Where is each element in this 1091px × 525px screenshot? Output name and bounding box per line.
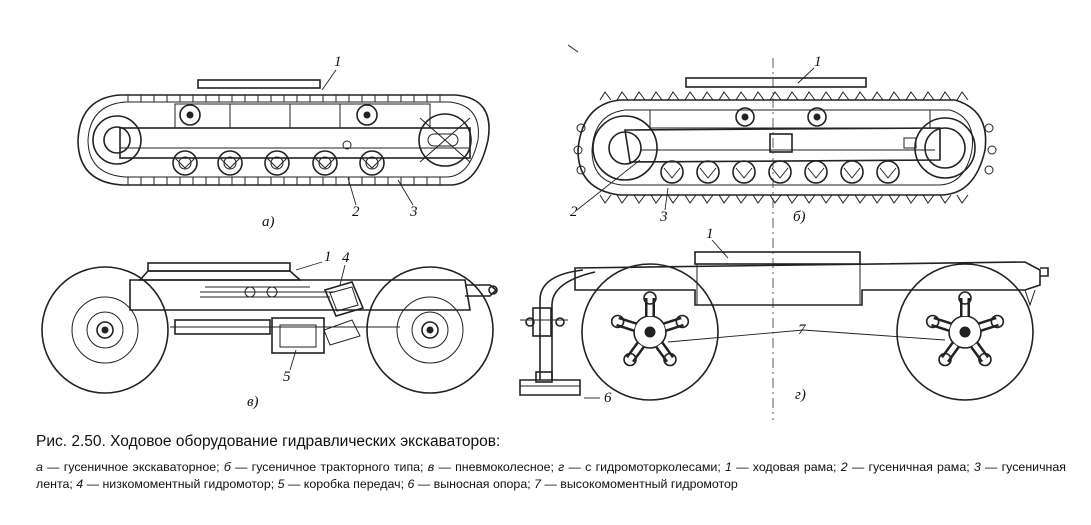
panel-b-crawler-tractor: [567, 44, 997, 420]
legend-key: г: [558, 460, 565, 474]
legend-key: 1: [725, 460, 732, 474]
callout-v-4: 4: [342, 250, 350, 266]
callout-g-7: 7: [798, 322, 807, 338]
legend-key: 3: [973, 460, 981, 474]
legend-key: 7: [534, 477, 542, 491]
legend-text: — низкомоментный гидромотор;: [83, 477, 278, 491]
callout-g-6: 6: [604, 390, 612, 406]
legend-key: а: [36, 460, 43, 474]
callout-b-1: 1: [814, 54, 822, 70]
callout-b-2: 2: [570, 204, 578, 220]
callout-a-2: 2: [352, 204, 360, 220]
caption-legend: а — гусеничное экскаваторное; б — гусени…: [36, 459, 1066, 493]
legend-text: — ходовая рама;: [731, 460, 841, 474]
legend-key: б: [223, 460, 231, 474]
callout-b-3: 3: [659, 209, 668, 225]
callout-g-1: 1: [706, 226, 714, 242]
callout-v-5: 5: [283, 369, 291, 385]
legend-text: — коробка передач;: [284, 477, 408, 491]
legend-text: — гусеничная лента;: [36, 460, 1066, 491]
technical-drawing: 1 2 3 а) 1 2 3 б) 1 4 5 в) 1 7 6 г): [41, 44, 1049, 420]
panel-g-hydromotor-wheels: [519, 251, 1049, 401]
panel-label-g: г): [795, 387, 806, 403]
legend-key: в: [427, 460, 435, 474]
panel-a-crawler-excavator: [77, 79, 490, 186]
caption-title: Рис. 2.50. Ходовое оборудование гидравли…: [36, 433, 501, 450]
callout-v-1: 1: [324, 249, 332, 265]
legend-key: 5: [277, 477, 285, 491]
panel-v-pneumatic-wheeled: [41, 262, 498, 394]
legend-key: 6: [407, 477, 415, 491]
legend-text: — гусеничная рама;: [847, 460, 974, 474]
callout-a-3: 3: [409, 204, 418, 220]
panel-label-a: а): [262, 214, 275, 230]
callout-labels: 1 2 3 а) 1 2 3 б) 1 4 5 в) 1 7 6 г): [247, 54, 822, 410]
panel-label-b: б): [793, 209, 806, 225]
legend-text: — гусеничное тракторного типа;: [230, 460, 428, 474]
legend-key: 2: [840, 460, 848, 474]
legend-text: — гусеничное экскаваторное;: [42, 460, 224, 474]
legend-text: — высокомоментный гидромотор: [541, 477, 738, 491]
figure-caption: Рис. 2.50. Ходовое оборудование гидравли…: [36, 433, 1066, 493]
legend-text: — пневмоколесное;: [434, 460, 559, 474]
legend-key: 4: [76, 477, 84, 491]
legend-text: — выносная опора;: [414, 477, 535, 491]
callout-a-1: 1: [334, 54, 342, 70]
panel-label-v: в): [247, 394, 259, 410]
callout-leaders: [289, 67, 946, 399]
legend-text: — с гидромоторколесами;: [564, 460, 725, 474]
